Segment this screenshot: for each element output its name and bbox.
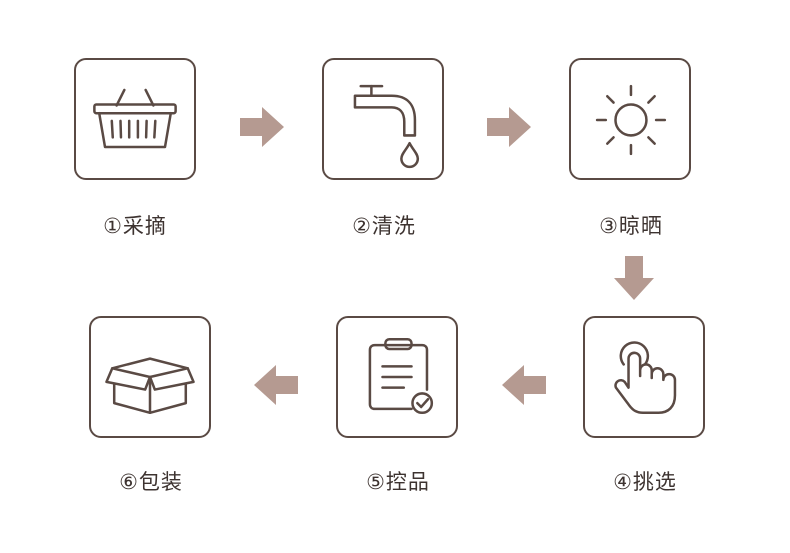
arrow-down-icon: [614, 256, 654, 300]
step-2-label: ②清洗: [352, 214, 416, 238]
arrow-right-icon: [487, 107, 531, 147]
step-6-box: [89, 316, 211, 438]
step-5-box: [336, 316, 458, 438]
clipboard-check-icon: [368, 338, 434, 415]
basket-icon: [93, 88, 177, 149]
step-4-box: [583, 316, 705, 438]
box-icon: [105, 357, 195, 415]
step-3-label: ③晾晒: [599, 214, 663, 238]
arrow-left-icon: [502, 365, 546, 405]
arrow-left-icon: [254, 365, 298, 405]
sun-icon: [595, 84, 667, 156]
step-4-label: ④挑选: [613, 470, 677, 494]
hand-pointer-icon: [614, 341, 677, 415]
step-1-box: [74, 58, 196, 180]
step-2-box: [322, 58, 444, 180]
step-5-label: ⑤控品: [366, 470, 430, 494]
step-6-label: ⑥包装: [119, 470, 183, 494]
arrow-right-icon: [240, 107, 284, 147]
step-3-box: [569, 58, 691, 180]
step-1-label: ①采摘: [103, 214, 167, 238]
faucet-icon: [353, 84, 420, 169]
